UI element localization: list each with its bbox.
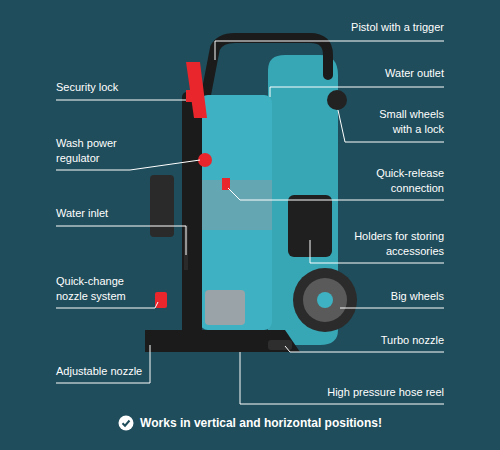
- leader-line: [240, 352, 444, 404]
- part-label: Big wheels: [284, 289, 444, 304]
- leader-line: [215, 41, 444, 60]
- security-lock: [186, 90, 194, 102]
- caption: Works in vertical and horizontal positio…: [140, 416, 382, 430]
- small-wheel: [327, 90, 347, 110]
- check-mark: [123, 421, 130, 426]
- leader-line: [56, 302, 158, 308]
- motor-housing: [205, 290, 245, 325]
- nozzle-tip: [155, 292, 167, 308]
- big-wheel: [293, 268, 357, 332]
- part-label: Quick-change nozzle system: [56, 274, 141, 304]
- accessory-holder: [150, 175, 174, 237]
- part-label: Water outlet: [284, 66, 444, 81]
- part-label: High pressure hose reel: [264, 385, 444, 400]
- turbo-nozzle: [268, 340, 292, 350]
- front-housing: [200, 95, 272, 330]
- leader-lines: [56, 41, 444, 404]
- part-label: Water inlet: [56, 206, 176, 221]
- frame-post: [182, 92, 202, 337]
- part-label: Turbo nozzle: [284, 333, 444, 348]
- leader-line: [340, 308, 444, 309]
- check-icon: [118, 415, 134, 431]
- leader-line: [285, 346, 444, 352]
- part-label: Pistol with a trigger: [284, 20, 444, 35]
- wheel-hub: [303, 278, 347, 322]
- wheel-cap: [317, 292, 333, 308]
- part-label: Adjustable nozzle: [56, 364, 196, 379]
- part-label: Small wheels with a lock: [364, 107, 444, 137]
- trigger: [186, 62, 207, 118]
- caption-row: Works in vertical and horizontal positio…: [0, 415, 500, 431]
- carry-handle: [205, 38, 328, 100]
- part-label: Holders for storing accessories: [334, 229, 444, 259]
- housing-panel: [200, 180, 272, 230]
- leader-line: [270, 87, 444, 97]
- base-frame: [145, 330, 300, 352]
- part-label: Security lock: [56, 80, 176, 95]
- leader-line: [56, 100, 186, 101]
- check-circle: [119, 416, 134, 431]
- part-label: Quick-release connection: [354, 166, 444, 196]
- leader-line: [56, 345, 150, 383]
- power-regulator: [198, 153, 212, 167]
- leader-line: [56, 226, 186, 255]
- pressure-washer: [145, 38, 357, 352]
- part-label: Wash power regulator: [56, 136, 131, 166]
